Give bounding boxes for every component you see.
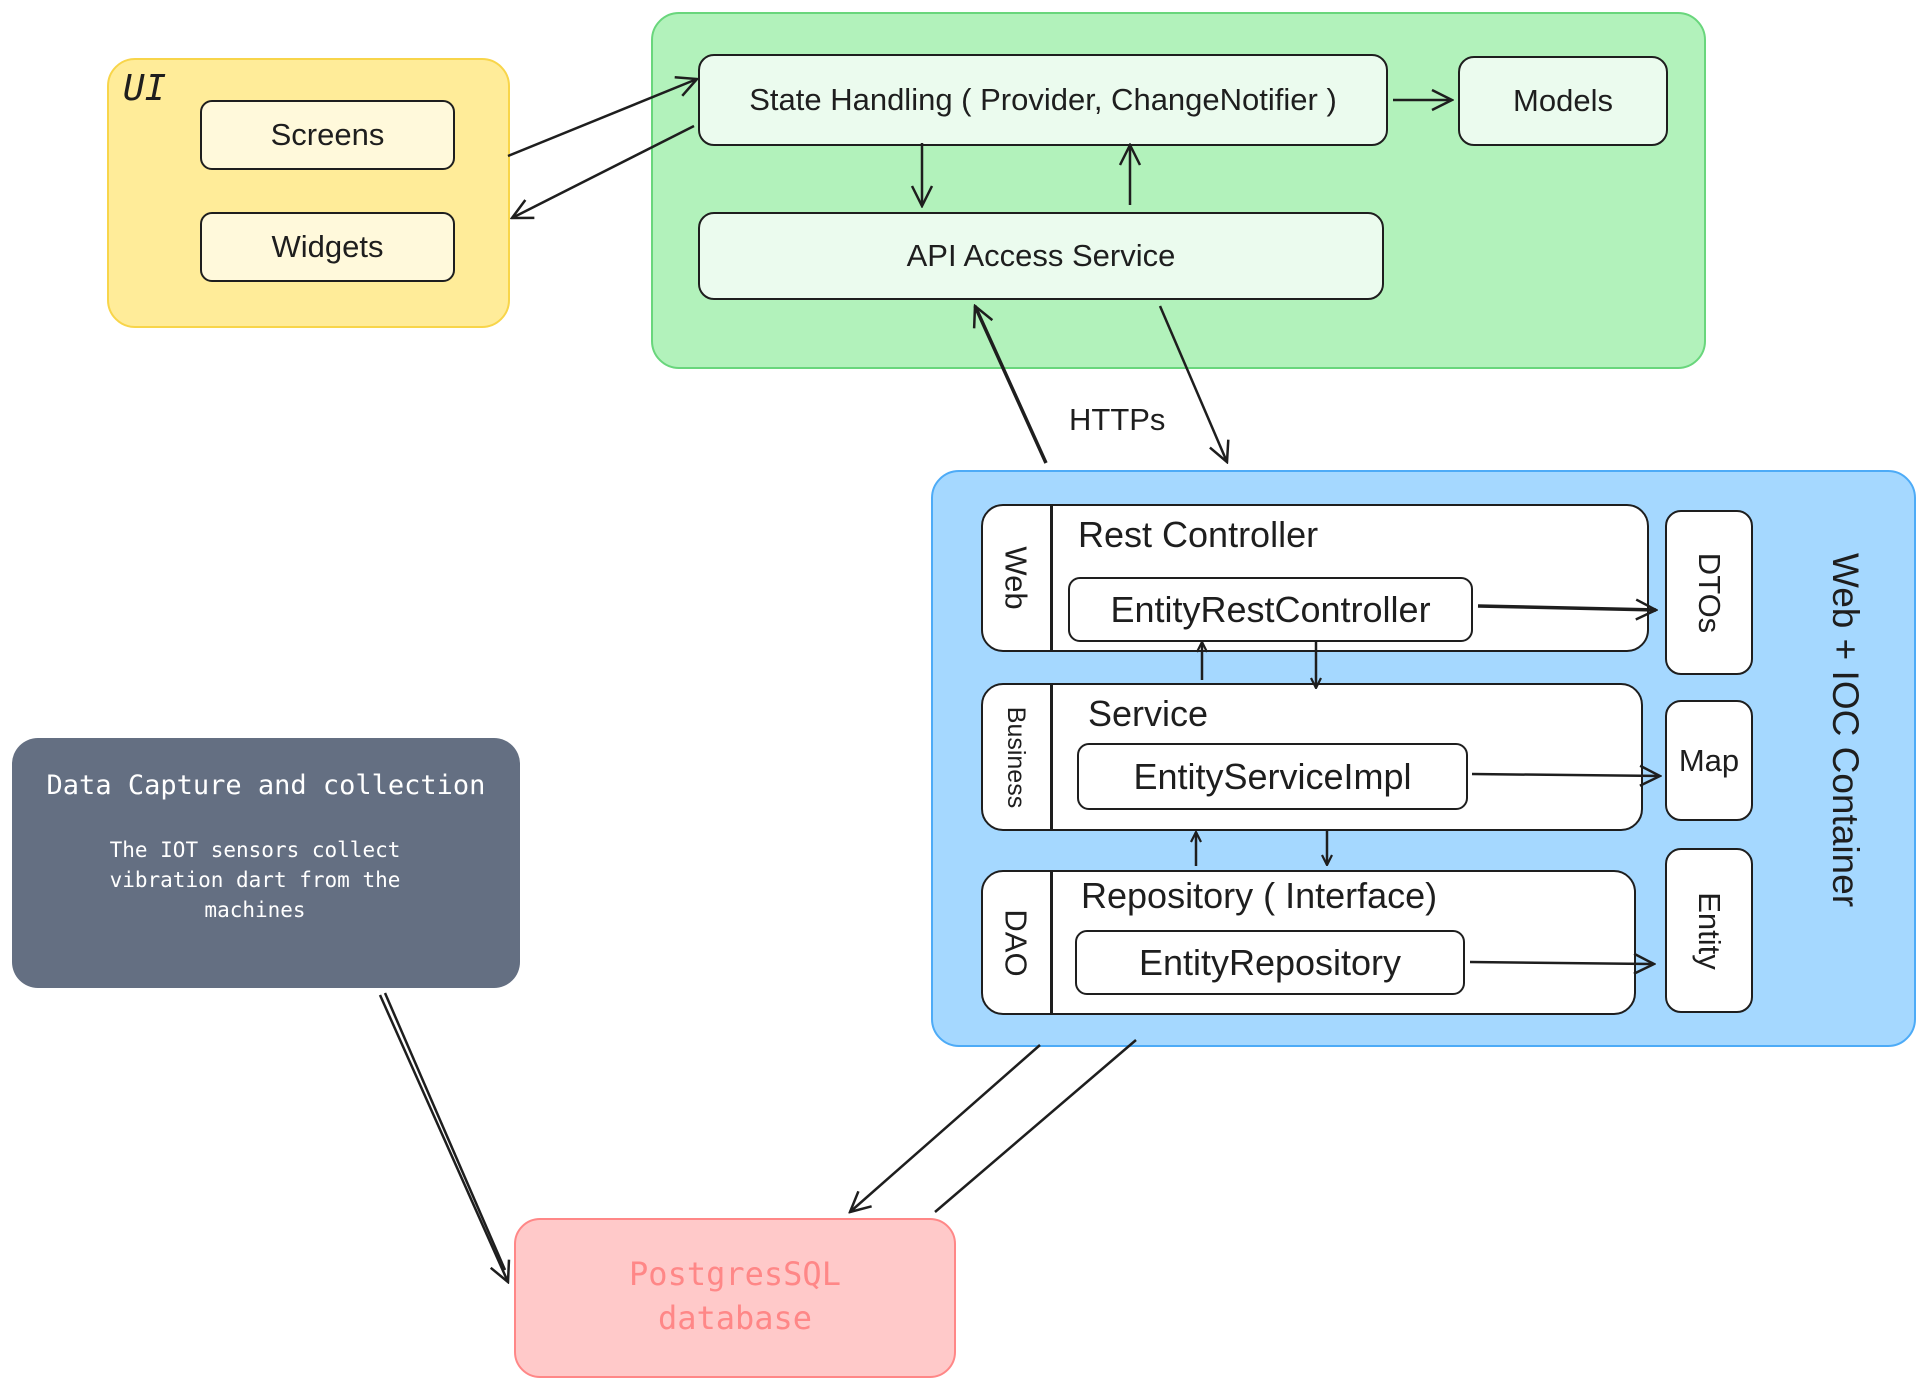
ui-group-title: UI [123, 68, 167, 109]
data-capture-description: The IOT sensors collect vibration dart f… [109, 838, 401, 922]
widgets-box: Widgets [200, 212, 455, 282]
state-handling-label: State Handling ( Provider, ChangeNotifie… [749, 82, 1337, 117]
screens-label: Screens [270, 117, 385, 152]
map-label: Map [1678, 742, 1740, 778]
entity-rest-controller-box: EntityRestController [1068, 577, 1473, 642]
https-label: HTTPs [1069, 402, 1166, 437]
web-layer-side-label: Web [999, 546, 1034, 610]
dtos-box [1665, 510, 1753, 675]
rest-controller-title: Rest Controller [1078, 514, 1319, 555]
arrow-backend-to-db [850, 1044, 1041, 1212]
dao-layer-side-label: DAO [999, 908, 1034, 977]
data-capture-box [12, 738, 520, 988]
backend-group-title: Web + IOC Container [1825, 552, 1867, 908]
repository-title: Repository ( Interface) [1081, 875, 1438, 916]
service-title: Service [1088, 693, 1209, 734]
entity-repository-label: EntityRepository [1138, 941, 1402, 983]
api-access-service-box: API Access Service [698, 212, 1384, 300]
dtos-label: DTOs [1691, 552, 1727, 633]
data-capture-title: Data Capture and collection [46, 770, 486, 801]
dao-layer-divider [1050, 870, 1053, 1015]
entity-service-impl-label: EntityServiceImpl [1133, 755, 1412, 797]
map-box: Map [1665, 700, 1753, 821]
entity-service-impl-box: EntityServiceImpl [1077, 743, 1468, 810]
models-box: Models [1458, 56, 1668, 146]
models-label: Models [1513, 83, 1613, 118]
business-layer-side-label: Business [1002, 706, 1031, 808]
arrow-db-to-backend [934, 1039, 1137, 1213]
screens-box: Screens [200, 100, 455, 170]
entity-box [1665, 848, 1753, 1013]
business-layer-divider [1050, 683, 1053, 831]
widgets-label: Widgets [271, 229, 384, 264]
postgres-database-label: PostgresSQL database [629, 1255, 841, 1337]
web-layer-divider [1050, 504, 1053, 652]
entity-label: Entity [1692, 891, 1727, 970]
postgres-database-box [514, 1218, 956, 1378]
arrow-capture-to-db [378, 994, 508, 1282]
api-access-service-label: API Access Service [906, 238, 1176, 273]
state-handling-box: State Handling ( Provider, ChangeNotifie… [698, 54, 1388, 146]
entity-repository-box: EntityRepository [1075, 930, 1465, 995]
ui-group: UI [107, 58, 510, 328]
entity-rest-controller-label: EntityRestController [1110, 588, 1431, 630]
